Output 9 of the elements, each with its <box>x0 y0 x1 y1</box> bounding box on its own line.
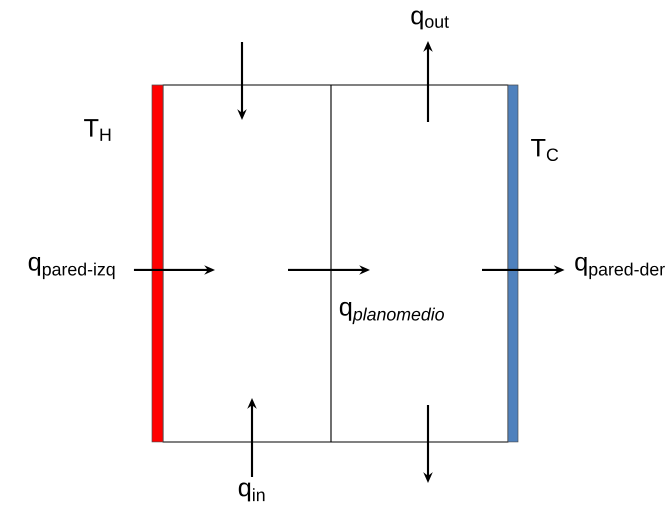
wall-bar <box>152 84 164 442</box>
flux-label: q$_{pared-der}$ <box>575 256 665 280</box>
temperature-label: T$_{C}$ <box>531 138 558 161</box>
wall-bar <box>508 84 518 442</box>
temperature-label: T$_{H}$ <box>84 119 110 141</box>
edge-label: $\mathrm{q}_{\mathit{planomedio}}$ <box>337 300 447 326</box>
flux-label: q$_{out}$ <box>411 10 449 30</box>
flux-label: q$_{in}$ <box>238 482 264 502</box>
flux-label: q$_{pared-izq}$ <box>28 256 115 280</box>
